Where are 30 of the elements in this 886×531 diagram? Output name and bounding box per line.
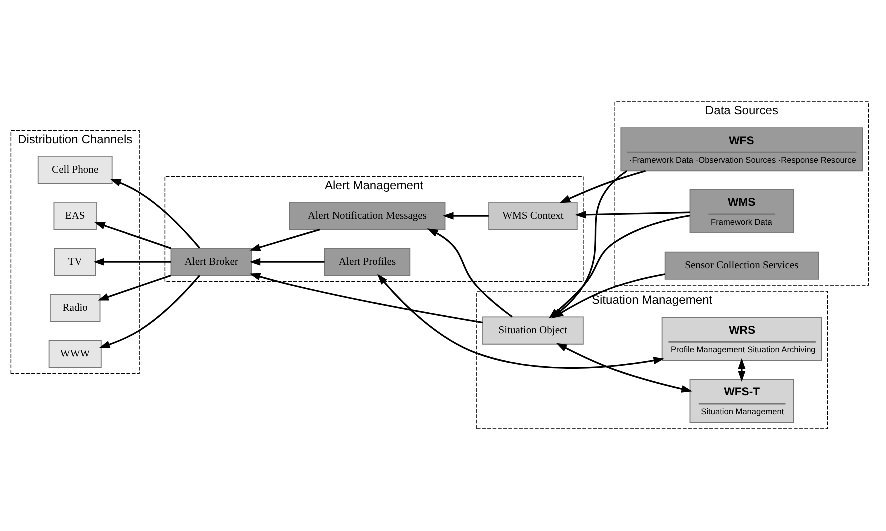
arrow xyxy=(99,275,200,348)
arrow xyxy=(738,358,746,382)
arrow xyxy=(560,170,646,204)
node-box: Alert Broker xyxy=(170,248,252,276)
node-box: WMS Framework Data xyxy=(690,190,794,234)
node-box: Alert Profiles xyxy=(324,248,411,276)
arrow xyxy=(575,211,690,219)
node-box: Cell Phone xyxy=(38,156,113,184)
node-box: Radio xyxy=(50,294,101,322)
node-box: Situation Object xyxy=(482,316,584,345)
node-box: TV xyxy=(54,248,96,276)
node-box: WMS Context xyxy=(488,202,578,230)
arrow xyxy=(556,343,693,393)
arrow xyxy=(250,273,484,324)
node-box: EAS xyxy=(54,202,97,230)
node-box: Alert Notification Messages xyxy=(289,202,446,230)
arrow xyxy=(250,258,325,266)
arrow xyxy=(94,222,172,250)
arrow xyxy=(442,212,489,220)
node-box: WWW xyxy=(48,340,102,368)
node-box: Sensor Collection Services xyxy=(664,252,820,280)
arrow xyxy=(378,274,665,370)
arrow xyxy=(94,258,172,266)
arrow xyxy=(250,228,321,252)
node-box: WFS-T Situation Management xyxy=(690,379,794,423)
node-box: WFS ·Framework Data ·Observation Sources ·Response Resource xyxy=(620,128,864,172)
arrow xyxy=(110,179,200,249)
node-box: WRS Profile Management Situation Archiving xyxy=(662,317,822,362)
arrow xyxy=(98,274,172,301)
arrow xyxy=(427,228,513,318)
